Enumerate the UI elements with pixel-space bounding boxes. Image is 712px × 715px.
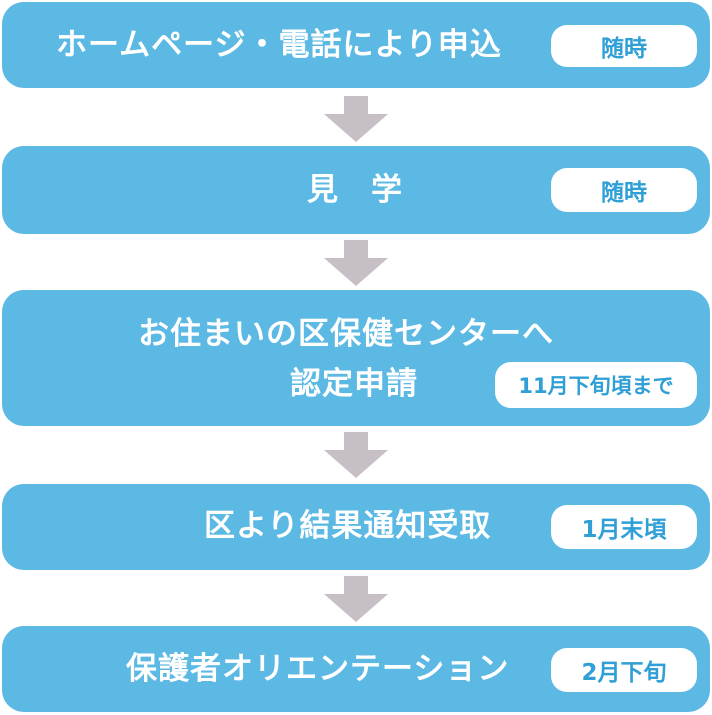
step-3-box: お住まいの区保健センターへ 認定申請 11月下旬頃まで — [2, 290, 710, 426]
step-2-timing-badge: 随時 — [551, 168, 697, 212]
step-1-title: ホームページ・電話により申込 — [56, 27, 502, 63]
step-4-box: 区より結果通知受取 1月末頃 — [2, 484, 710, 570]
step-4-title: 区より結果通知受取 — [204, 508, 492, 544]
step-5-title: 保護者オリエンテーション — [126, 651, 510, 687]
down-arrow-icon — [324, 240, 388, 286]
step-4-timing-badge: 1月末頃 — [551, 505, 697, 549]
down-arrow-icon — [324, 576, 388, 622]
step-3-title-line-1: お住まいの区保健センターへ — [138, 316, 554, 352]
down-arrow-icon — [324, 96, 388, 142]
step-5-box: 保護者オリエンテーション 2月下旬 — [2, 626, 710, 712]
step-2-title: 見 学 — [307, 172, 403, 208]
step-1-timing-badge: 随時 — [551, 25, 697, 67]
step-1-box: ホームページ・電話により申込 随時 — [2, 2, 710, 88]
down-arrow-icon — [324, 432, 388, 478]
step-3-timing-badge: 11月下旬頃まで — [495, 362, 697, 408]
step-2-box: 見 学 随時 — [2, 146, 710, 234]
step-5-timing-badge: 2月下旬 — [551, 648, 697, 692]
step-3-title-line-2: 認定申請 — [290, 366, 418, 402]
